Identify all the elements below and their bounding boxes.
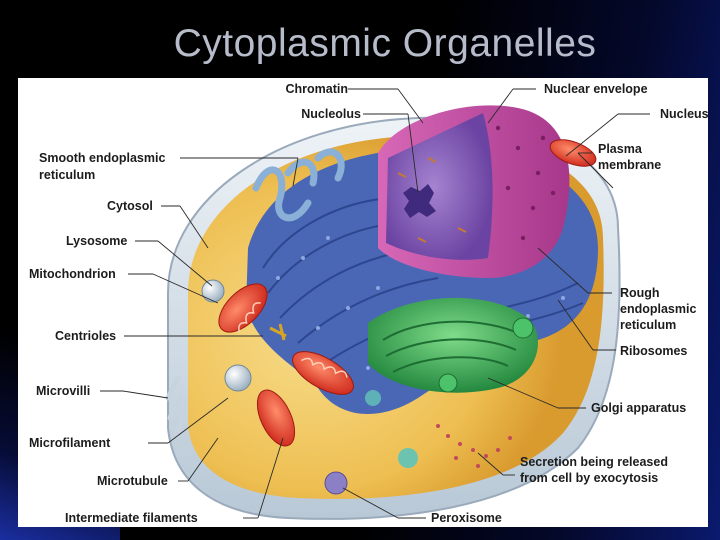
golgi-apparatus [368,298,538,393]
label-ribosomes: Ribosomes [620,344,687,358]
label-nucleolus: Nucleolus [301,107,361,121]
label-intermediate-filaments: Intermediate filaments [65,511,198,525]
label-plasma-membrane-line1: Plasma [598,142,642,156]
label-secretion-line2: from cell by exocytosis [520,471,658,485]
label-chromatin: Chromatin [286,82,349,96]
label-smooth-er-line2: reticulum [39,168,95,182]
label-secretion-line1: Secretion being released [520,455,668,469]
label-nucleus: Nucleus [660,107,708,121]
label-rough-er-line2: endoplasmic [620,302,696,316]
label-cytosol: Cytosol [107,199,153,213]
label-rough-er-line1: Rough [620,286,660,300]
label-plasma-membrane-line2: membrane [598,158,661,172]
label-peroxisome: Peroxisome [431,511,502,525]
lysosome [202,280,224,302]
vesicle-3 [398,448,418,468]
label-microfilament: Microfilament [29,436,110,450]
label-lysosome: Lysosome [66,234,127,248]
label-microvilli: Microvilli [36,384,90,398]
cell-diagram-panel: Chromatin Nucleolus Smooth endoplasmic r… [18,78,708,527]
label-microtubule: Microtubule [97,474,168,488]
label-mitochondrion: Mitochondrion [29,267,116,281]
label-nuclear-envelope: Nuclear envelope [544,82,648,96]
peroxisome-body [325,472,347,494]
label-centrioles: Centrioles [55,329,116,343]
label-smooth-er-line1: Smooth endoplasmic [39,151,165,165]
label-rough-er-line3: reticulum [620,318,676,332]
vesicle [225,365,251,391]
vesicle-2 [365,390,381,406]
label-golgi-apparatus: Golgi apparatus [591,401,686,415]
slide-title: Cytoplasmic Organelles [0,22,720,66]
